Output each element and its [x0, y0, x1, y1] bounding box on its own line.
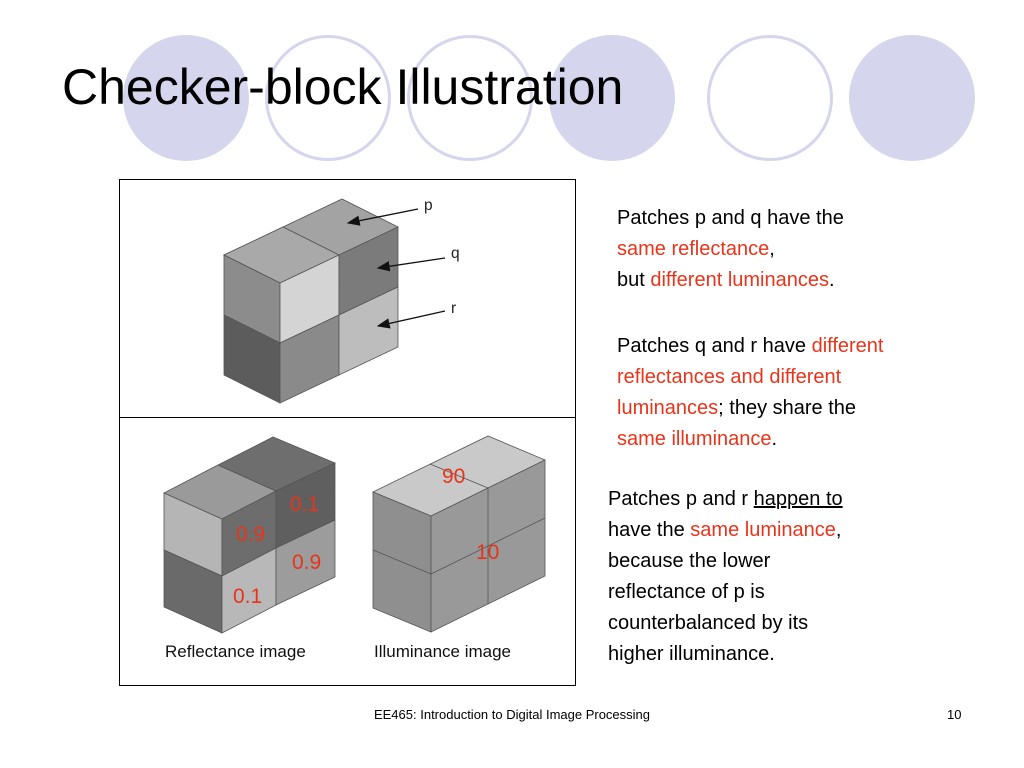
p1-line-1: Patches p and q have the: [617, 207, 844, 229]
p2-highlight-luminances: luminances: [617, 397, 719, 419]
arrow-p: [346, 208, 419, 226]
decor-circle-5: [707, 35, 833, 161]
p2-line-1: Patches q and r have different: [617, 331, 883, 362]
paragraph-p-q: Patches p and q have the same reflectanc…: [617, 203, 844, 296]
side-lower: [338, 286, 399, 376]
p1-line-3-pre: but: [617, 269, 651, 291]
reflectance-value-front-right-lower: 0.9: [292, 551, 322, 574]
paragraph-q-r: Patches q and r have different reflectan…: [617, 331, 883, 455]
p2-highlight-same-illuminance: same illuminance: [617, 428, 772, 450]
reflectance-value-bottom-left: 0.1: [233, 585, 263, 608]
reflectance-caption: Reflectance image: [165, 642, 306, 661]
p2-line-3: luminances; they share the: [617, 393, 883, 424]
p2-line-2: reflectances and different: [617, 366, 842, 388]
decor-circle-2: [265, 35, 391, 161]
p3-line-1-pre: Patches p and r: [608, 488, 754, 510]
p3-line-1: Patches p and r happen to: [608, 484, 843, 515]
p1-line-2: same reflectance,: [617, 234, 844, 265]
decor-circle-6: [849, 35, 975, 161]
label-q: q: [451, 245, 460, 262]
label-r: r: [451, 300, 457, 317]
decor-circle-3: [407, 35, 533, 161]
p2-line-4: same illuminance.: [617, 424, 883, 455]
figure-drawing: [163, 198, 546, 634]
p3-line-2: have the same luminance,: [608, 515, 843, 546]
checker-block-top: [223, 198, 399, 404]
arrow-q: [376, 257, 446, 272]
paragraph-p-r: Patches p and r happen to have the same …: [608, 484, 843, 670]
footer-course-title: EE465: Introduction to Digital Image Pro…: [373, 707, 651, 722]
arrow-r: [376, 310, 446, 329]
slide-title: Checker-block Illustration: [62, 59, 624, 115]
figure-divider: [120, 417, 575, 418]
p3-line-5: counterbalanced by its: [608, 612, 809, 634]
p3-line-3: because the lower: [608, 550, 771, 572]
page-number: 10: [947, 707, 962, 722]
illuminance-block: [372, 435, 546, 633]
checker-block-figure: p q r 0.1 0.9 0.9 0.1 90 10 Reflectance …: [119, 179, 576, 686]
p1-line-3-tail: .: [828, 269, 835, 291]
p3-line-6: higher illuminance.: [608, 643, 775, 665]
p3-highlight-same-luminance: same luminance: [690, 519, 836, 541]
reflectance-block: [163, 436, 336, 634]
refl-side-lower: [275, 519, 336, 606]
label-p: p: [424, 197, 433, 214]
illuminance-value-side: 10: [476, 541, 500, 564]
illuminance-caption: Illuminance image: [374, 642, 512, 661]
decor-circle-1: [123, 35, 249, 161]
p1-highlight-same-reflectance: same reflectance: [617, 238, 770, 260]
p1-line-2-tail: ,: [769, 238, 775, 260]
p1-highlight-different-luminances: different luminances: [650, 269, 829, 291]
p3-underline-happen-to: happen to: [753, 488, 843, 510]
p3-line-2-pre: have the: [608, 519, 691, 541]
p2-line-4-tail: .: [771, 428, 778, 450]
reflectance-value-top-right: 0.1: [290, 493, 320, 516]
decor-circle-4: [549, 35, 675, 161]
p1-line-3: but different luminances.: [617, 265, 844, 296]
p2-line-1-pre: Patches q and r have: [617, 335, 812, 357]
p3-line-2-tail: ,: [835, 519, 842, 541]
p2-line-3-tail: ; they share the: [718, 397, 857, 419]
p3-line-4: reflectance of p is: [608, 581, 765, 603]
illuminance-value-top: 90: [442, 465, 466, 488]
reflectance-value-front-left: 0.9: [236, 523, 266, 546]
p2-highlight-different: different: [811, 335, 884, 357]
